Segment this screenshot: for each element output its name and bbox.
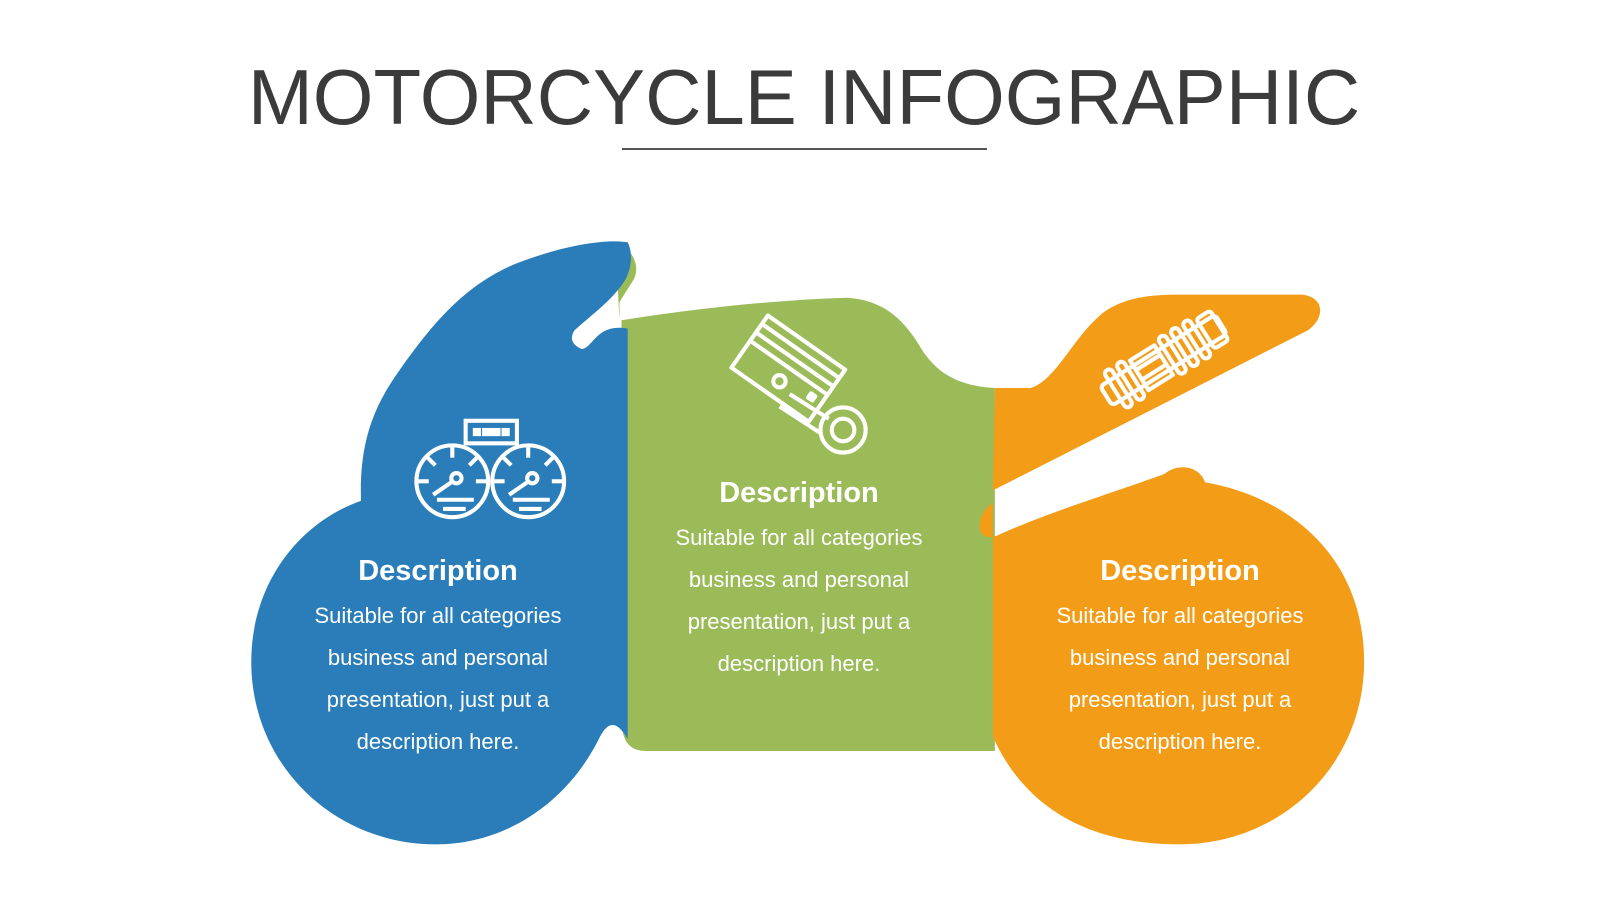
speedometer-gauges-icon — [414, 418, 567, 520]
description-line: Suitable for all categories — [1056, 603, 1304, 628]
description-line: Suitable for all categories — [314, 603, 562, 628]
shock-absorber-icon — [1099, 309, 1230, 410]
green-body-segment — [615, 242, 995, 752]
description-line: description here. — [1098, 729, 1262, 754]
description-line: presentation, just put a — [326, 687, 550, 712]
blue-body-segment — [251, 241, 631, 845]
section-description: Suitable for all categories business and… — [639, 517, 959, 685]
title-underline — [622, 148, 987, 150]
section-heading: Description — [1100, 555, 1260, 587]
section-green: Description Suitable for all categories … — [639, 475, 959, 685]
description-line: business and personal — [327, 645, 549, 670]
description-line: presentation, just put a — [1068, 687, 1292, 712]
page-title: MOTORCYCLE INFOGRAPHIC — [247, 53, 1361, 141]
section-orange: Description Suitable for all categories … — [1020, 553, 1340, 763]
description-line: business and personal — [688, 567, 910, 592]
section-heading: Description — [358, 555, 518, 587]
engine-piston-icon — [729, 313, 868, 455]
section-blue: Description Suitable for all categories … — [278, 553, 598, 763]
description-line: description here. — [717, 651, 881, 676]
description-line: description here. — [356, 729, 520, 754]
orange-body-segment — [979, 294, 1365, 845]
section-heading: Description — [719, 477, 879, 509]
description-line: business and personal — [1069, 645, 1291, 670]
description-line: Suitable for all categories — [675, 525, 923, 550]
tail-gap — [992, 330, 1308, 491]
section-description: Suitable for all categories business and… — [1020, 595, 1340, 763]
section-description: Suitable for all categories business and… — [278, 595, 598, 763]
description-line: presentation, just put a — [687, 609, 911, 634]
